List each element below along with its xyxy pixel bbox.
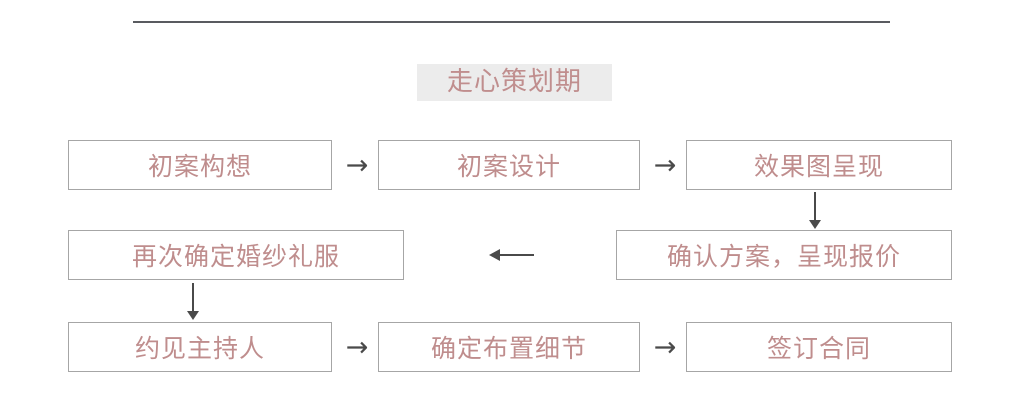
flow-node-chuan-she-ji[interactable]: 初案设计: [378, 140, 640, 190]
arrow-right-icon: →: [653, 149, 677, 181]
flow-node-yue-jian-zhu-chi-ren[interactable]: 约见主持人: [68, 322, 332, 372]
flow-node-qian-ding-he-tong[interactable]: 签订合同: [686, 322, 952, 372]
top-divider-rule: [133, 21, 890, 23]
arrow-right-icon: →: [653, 331, 677, 363]
arrow-down-left-shaft: [192, 283, 194, 313]
arrow-right-icon: →: [345, 149, 369, 181]
flow-node-que-ren-fang-an-cheng-xian-bao-jia[interactable]: 确认方案，呈现报价: [616, 230, 952, 280]
arrow-down-left-icon: [187, 311, 199, 320]
arrow-down-right-icon: [809, 220, 821, 229]
flow-node-zai-ci-que-ding-hun-sha-li-fu[interactable]: 再次确定婚纱礼服: [68, 230, 404, 280]
flow-node-xiao-guo-tu-cheng-xian[interactable]: 效果图呈现: [686, 140, 952, 190]
section-title: 走心策划期: [417, 64, 612, 101]
flow-node-chuan-gou-xiang[interactable]: 初案构想: [68, 140, 332, 190]
arrow-down-right-shaft: [814, 192, 816, 222]
arrow-left-icon: [489, 249, 500, 261]
arrow-right-icon: →: [345, 331, 369, 363]
arrow-left-shaft: [500, 254, 534, 256]
flow-node-que-ding-bu-zhi-xi-jie[interactable]: 确定布置细节: [378, 322, 640, 372]
